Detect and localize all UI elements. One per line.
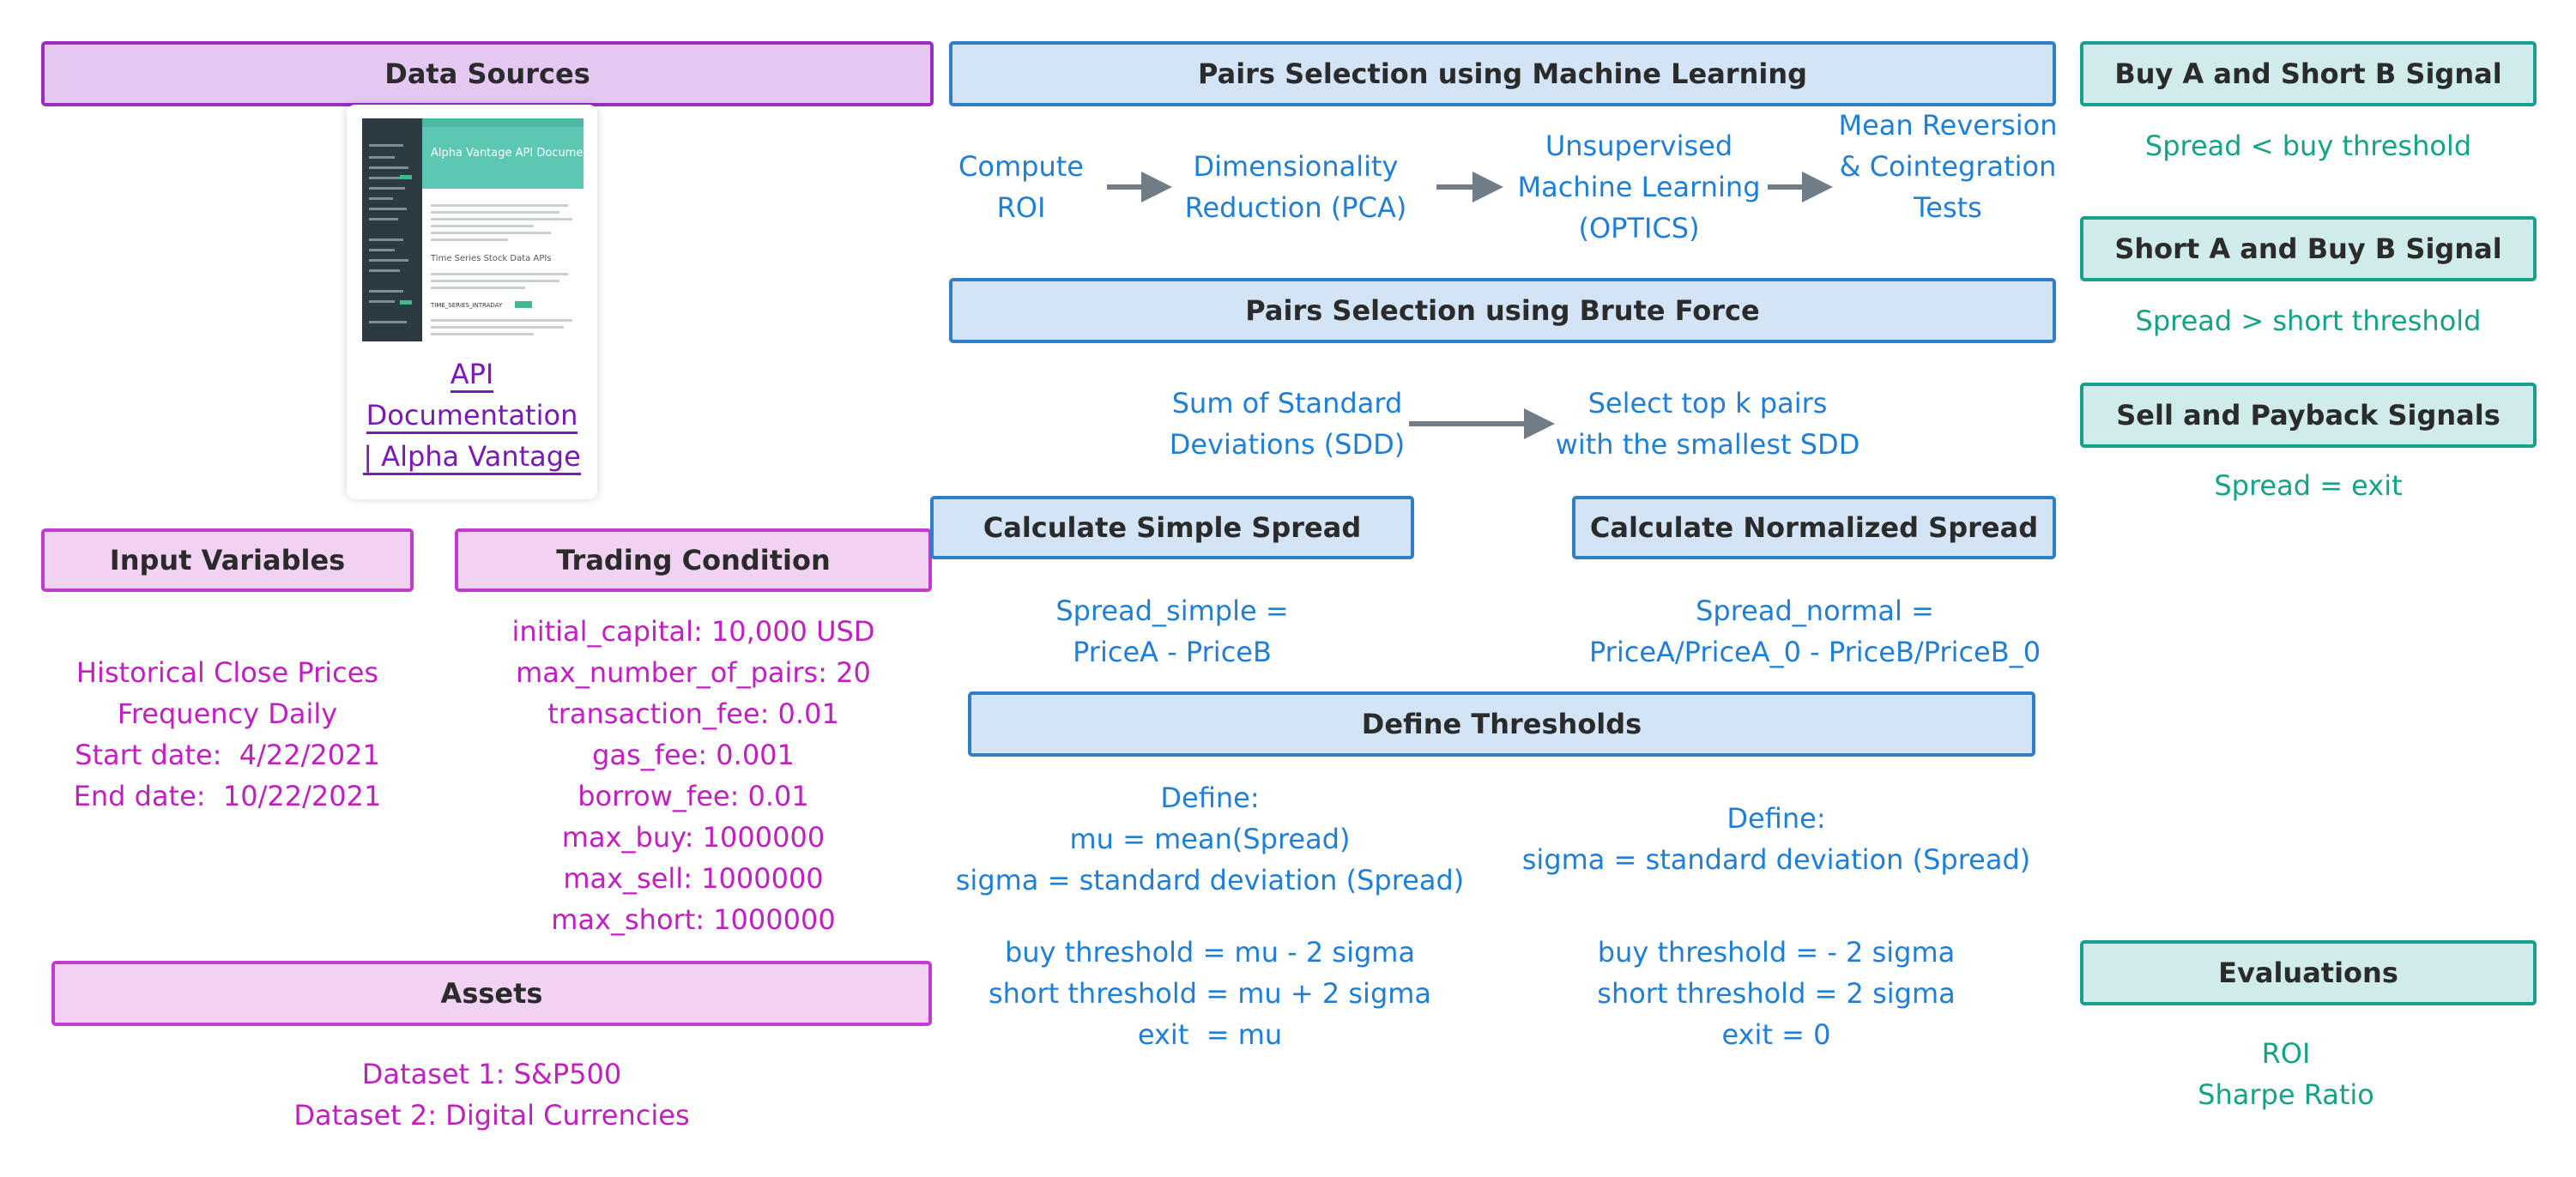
sell-payback-header: Sell and Payback Signals (2080, 383, 2537, 448)
trading-condition-text: initial_capital: 10,000 USD max_number_o… (511, 615, 875, 936)
assets-text: Dataset 1: S&P500 Dataset 2: Digital Cur… (293, 1058, 690, 1132)
normalized-spread-label: Calculate Normalized Spread (1589, 511, 2039, 544)
normalized-spread-header: Calculate Normalized Spread (1572, 496, 2056, 559)
optics-step: Unsupervised Machine Learning (OPTICS) (1517, 130, 1761, 244)
short-a-buy-b-header: Short A and Buy B Signal (2080, 216, 2537, 281)
api-documentation-thumbnail: Alpha Vantage API Documentation Time Ser… (362, 118, 584, 341)
thresholds-left-definition: Define: mu = mean(Spread) sigma = standa… (955, 782, 1465, 896)
buy-a-short-b-header: Buy A and Short B Signal (2080, 41, 2537, 106)
svg-text:TIME_SERIES_INTRADAY: TIME_SERIES_INTRADAY (430, 302, 503, 309)
short-a-buy-b-label: Short A and Buy B Signal (2114, 232, 2502, 265)
pairs-ml-label: Pairs Selection using Machine Learning (1198, 57, 1807, 90)
data-sources-label: Data Sources (384, 57, 590, 90)
pairs-bf-label: Pairs Selection using Brute Force (1245, 294, 1760, 327)
thresholds-left-values: buy threshold = mu - 2 sigma short thres… (988, 936, 1432, 1051)
simple-spread-formula: Spread_simple = PriceA - PriceB (1055, 595, 1289, 668)
assets-header: Assets (51, 961, 932, 1026)
thresholds-right-values: buy threshold = - 2 sigma short threshol… (1597, 936, 1956, 1051)
pairs-bf-header: Pairs Selection using Brute Force (949, 278, 2056, 343)
input-variables-header: Input Variables (41, 528, 414, 592)
input-variables-label: Input Variables (109, 544, 346, 576)
sdd-step: Sum of Standard Deviations (SDD) (1169, 387, 1406, 461)
buy-signal-condition: Spread < buy threshold (2144, 130, 2472, 162)
svg-text:Time Series Stock Data APIs: Time Series Stock Data APIs (430, 254, 552, 263)
evaluations-text: ROI Sharpe Ratio (2198, 1037, 2374, 1111)
pca-step: Dimensionality Reduction (PCA) (1184, 150, 1407, 224)
sell-payback-label: Sell and Payback Signals (2116, 399, 2500, 432)
short-signal-condition: Spread > short threshold (2135, 305, 2482, 337)
compute-roi-step: Compute ROI (958, 150, 1084, 224)
svg-text:Alpha Vantage API Documentatio: Alpha Vantage API Documentation (431, 147, 584, 160)
thresholds-right-definition: Define: sigma = standard deviation (Spre… (1521, 802, 2031, 876)
define-thresholds-header: Define Thresholds (968, 691, 2035, 757)
exit-signal-condition: Spread = exit (2214, 469, 2403, 502)
normalized-spread-formula: Spread_normal = PriceA/PriceA_0 - PriceB… (1588, 595, 2041, 668)
trading-condition-header: Trading Condition (455, 528, 932, 592)
evaluations-label: Evaluations (2218, 957, 2398, 989)
cointegration-tests-step: Mean Reversion & Cointegration Tests (1838, 109, 2058, 224)
data-sources-header: Data Sources (41, 41, 934, 106)
assets-label: Assets (440, 977, 543, 1010)
simple-spread-label: Calculate Simple Spread (983, 511, 1362, 544)
buy-a-short-b-label: Buy A and Short B Signal (2114, 57, 2502, 90)
api-documentation-link[interactable]: API Documentation | Alpha Vantage (347, 353, 597, 477)
define-thresholds-label: Define Thresholds (1361, 708, 1642, 740)
input-variables-text: Historical Close Prices Frequency Daily … (73, 656, 382, 812)
trading-condition-label: Trading Condition (556, 544, 831, 576)
pairs-ml-header: Pairs Selection using Machine Learning (949, 41, 2056, 106)
simple-spread-header: Calculate Simple Spread (930, 496, 1414, 559)
select-top-k-step: Select top k pairs with the smallest SDD (1555, 387, 1860, 461)
api-documentation-card[interactable]: Alpha Vantage API Documentation Time Ser… (347, 105, 597, 499)
evaluations-header: Evaluations (2080, 940, 2537, 1005)
